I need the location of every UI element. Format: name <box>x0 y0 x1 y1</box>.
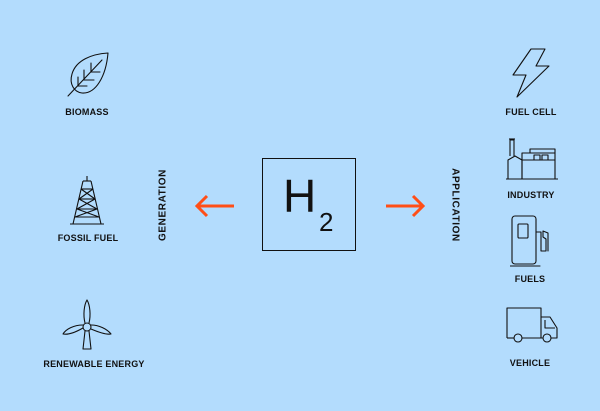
fuel-pump-icon <box>510 215 554 267</box>
generation-title: GENERATION <box>157 169 169 241</box>
generation-arrow <box>194 194 236 223</box>
application-title: APPLICATION <box>449 168 461 242</box>
fuels-label: FUELS <box>514 274 546 284</box>
biomass-label: BIOMASS <box>65 107 109 117</box>
hydrogen-subscript: 2 <box>319 207 334 237</box>
oil-derrick-icon <box>68 175 106 225</box>
truck-icon <box>505 305 559 345</box>
lightning-bolt-icon <box>511 48 551 98</box>
hydrogen-symbol: H <box>283 170 317 222</box>
fuel-cell-label: FUEL CELL <box>505 107 557 117</box>
application-arrow <box>384 194 426 223</box>
leaf-icon <box>64 50 112 98</box>
hydrogen-box: H 2 <box>262 158 356 251</box>
renewable-energy-label: RENEWABLE ENERGY <box>43 359 145 369</box>
wind-turbine-icon <box>62 298 112 350</box>
fossil-fuel-label: FOSSIL FUEL <box>57 233 119 243</box>
factory-icon <box>505 136 559 180</box>
vehicle-label: VEHICLE <box>509 358 551 368</box>
industry-label: INDUSTRY <box>507 190 555 200</box>
